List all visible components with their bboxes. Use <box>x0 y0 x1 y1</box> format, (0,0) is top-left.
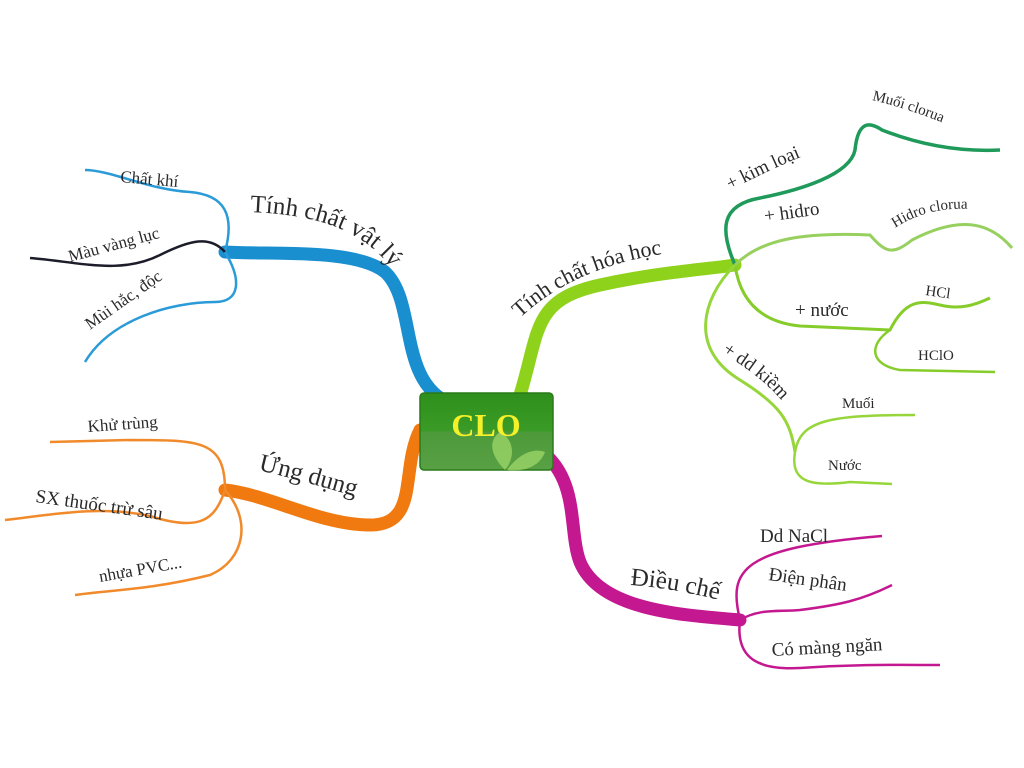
leaf-mui-hac-doc[interactable]: Mùi hắc, độc <box>81 266 165 333</box>
center-node[interactable]: CLO <box>419 392 554 471</box>
leaf-nuoc[interactable]: Nước <box>828 458 862 474</box>
branch-chemical: Tính chất hóa học + kim loại Muối clorua… <box>507 88 1014 486</box>
label-dd-kiem[interactable]: + dd kiềm <box>719 339 794 404</box>
branch-application: Ứng dụng Khử trùng SX thuốc trừ sâu nhựa… <box>4 412 427 597</box>
leaf-muoi[interactable]: Muối <box>842 396 875 412</box>
leaf-nhua-pvc[interactable]: nhựa PVC... <box>97 553 183 586</box>
label-hidro[interactable]: + hidro <box>763 198 821 227</box>
leaf-khu-trung[interactable]: Khử trùng <box>87 412 159 436</box>
leaf-hcl[interactable]: HCl <box>924 283 951 302</box>
leaf-icon <box>492 432 545 471</box>
center-label: CLO <box>451 407 520 443</box>
leaf-muoi-clorua[interactable]: Muối clorua <box>871 88 947 126</box>
label-nuoc[interactable]: + nước <box>795 300 849 321</box>
branch-label-application[interactable]: Ứng dụng <box>257 449 362 503</box>
leaf-dien-phan[interactable]: Điện phân <box>767 564 848 596</box>
branch-physical: Tính chất vật lý Chất khí Màu vàng lục M… <box>29 167 447 405</box>
branch-label-preparation[interactable]: Điều chế <box>630 564 724 606</box>
leaf-chat-khi[interactable]: Chất khí <box>120 167 180 191</box>
leaf-co-mang-ngan[interactable]: Có màng ngăn <box>771 634 883 661</box>
label-kim-loai[interactable]: + kim loại <box>723 142 803 194</box>
leaf-sx-thuoc-tru-sau[interactable]: SX thuốc trừ sâu <box>34 486 164 525</box>
leaf-dd-nacl[interactable]: Dd NaCl <box>760 526 828 547</box>
leaf-hclo[interactable]: HClO <box>918 348 954 364</box>
